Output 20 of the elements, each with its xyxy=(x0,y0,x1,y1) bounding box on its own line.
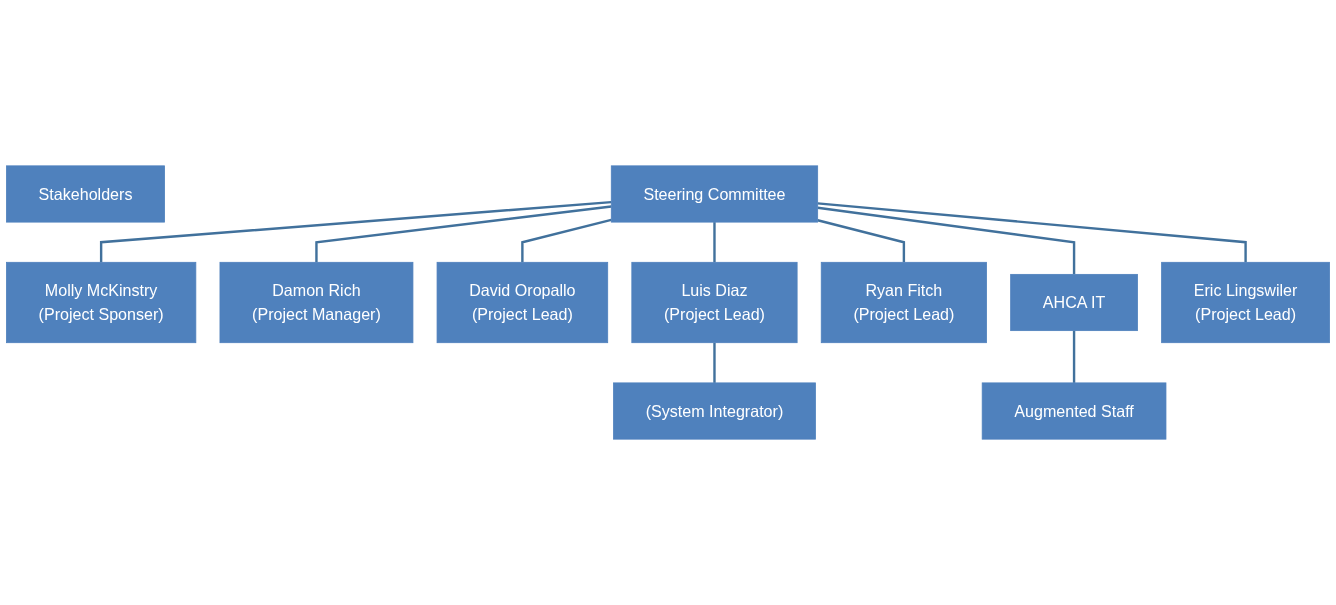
node-box: AHCA IT xyxy=(1010,273,1138,332)
node-box: Molly McKinstry (Project Sponser) xyxy=(6,261,197,344)
node-box: Augmented Staff xyxy=(981,382,1167,440)
node-box: Damon Rich (Project Manager) xyxy=(219,261,414,344)
node-box: Stakeholders xyxy=(6,165,165,223)
connector xyxy=(713,342,716,383)
connector xyxy=(817,219,906,263)
connector xyxy=(99,200,612,263)
node-box: Eric Lingswiler (Project Lead) xyxy=(1161,261,1330,344)
node-box: (System Integrator) xyxy=(613,382,816,440)
node-box: Luis Diaz (Project Lead) xyxy=(631,261,798,344)
connector xyxy=(817,202,1247,263)
connector xyxy=(521,218,612,263)
connector xyxy=(1072,330,1076,383)
node-box: David Oropallo (Project Lead) xyxy=(436,261,609,344)
node-box: Steering Committee xyxy=(610,165,819,223)
connector xyxy=(713,222,716,263)
node-box: Ryan Fitch (Project Lead) xyxy=(820,261,987,344)
connector xyxy=(817,206,1076,275)
connector xyxy=(315,205,612,263)
